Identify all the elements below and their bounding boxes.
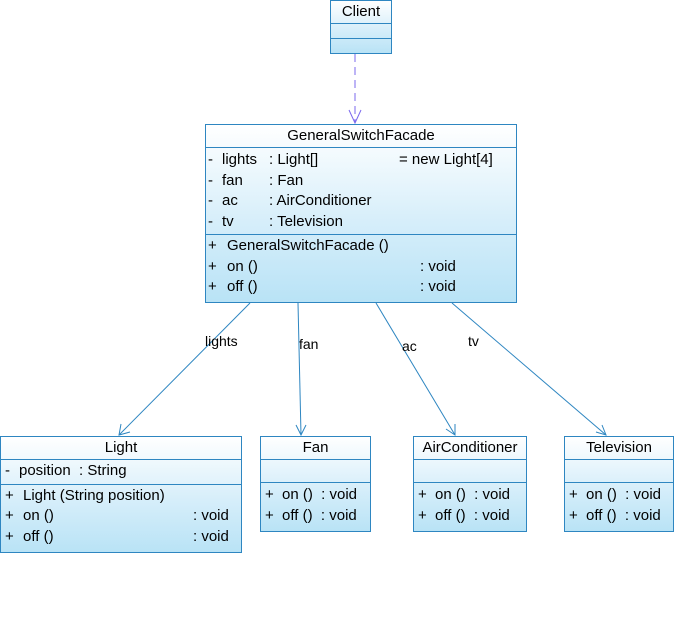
class-television[interactable]: Television +on () : void +off () : void [564,436,674,532]
association-ac-arrowhead [445,424,456,436]
class-name: Light [1,437,241,460]
operations-compartment: +on () : void +off () : void [414,483,526,526]
class-client[interactable]: Client [330,0,392,54]
class-light[interactable]: Light - position : String + Light (Strin… [0,436,242,553]
operation-row: + on () : void [208,257,456,275]
operation-row: + off () : void [208,278,456,295]
association-fan-arrowhead [295,424,307,437]
attribute-row: - ac : AirConditioner [208,192,372,209]
operation-row: +off () : void [418,506,510,524]
attribute-row: - tv : Television [208,212,343,230]
class-air-conditioner[interactable]: AirConditioner +on () : void +off () : v… [413,436,527,532]
dependency-arrowhead [348,109,362,125]
association-label-fan: fan [299,336,319,352]
operations-compartment: + Light (String position) + on () : void… [1,485,241,548]
attributes-compartment [414,460,526,483]
operations-compartment: +on () : void +off () : void [565,483,673,526]
operations-compartment: +on () : void +off () : void [261,483,370,526]
class-name: Television [565,437,673,460]
association-label-tv: tv [468,333,479,349]
attributes-compartment: - lights : Light[] = new Light[4] - fan … [206,148,516,235]
class-name: Client [331,1,391,24]
association-tv-arrowhead [595,424,607,436]
association-fan-line [297,302,302,436]
operation-row: + off () : void [5,527,229,545]
association-lights-line [118,302,251,436]
class-fan[interactable]: Fan +on () : void +off () : void [260,436,371,532]
attributes-compartment [261,460,370,483]
operation-row: +on () : void [265,486,358,503]
class-name: GeneralSwitchFacade [206,125,516,148]
connector-layer [118,54,607,437]
operation-row: + Light (String position) [5,486,165,504]
class-general-switch-facade[interactable]: GeneralSwitchFacade - lights : Light[] =… [205,124,517,303]
class-name: AirConditioner [414,437,526,460]
operation-row: + on () : void [5,507,229,524]
operations-compartment: + GeneralSwitchFacade () + on () : void … [206,235,516,300]
attribute-row: - lights : Light[] = new Light[4] [208,151,493,168]
attribute-row: - position : String [5,462,127,479]
operation-row: +off () : void [265,506,357,524]
operation-row: +on () : void [569,486,662,503]
operation-row: + GeneralSwitchFacade () [208,237,389,254]
class-name: Fan [261,437,370,460]
attributes-compartment [565,460,673,483]
operation-row: +on () : void [418,486,511,503]
association-label-ac: ac [402,338,417,354]
association-lights-arrowhead [118,423,131,436]
association-label-lights: lights [205,333,238,349]
operation-row: +off () : void [569,506,661,524]
attributes-compartment [331,24,391,39]
attribute-row: - fan : Fan [208,171,304,189]
association-ac-line [375,302,456,436]
operations-compartment [331,39,391,53]
attributes-compartment: - position : String [1,460,241,485]
association-tv-line [451,302,607,436]
